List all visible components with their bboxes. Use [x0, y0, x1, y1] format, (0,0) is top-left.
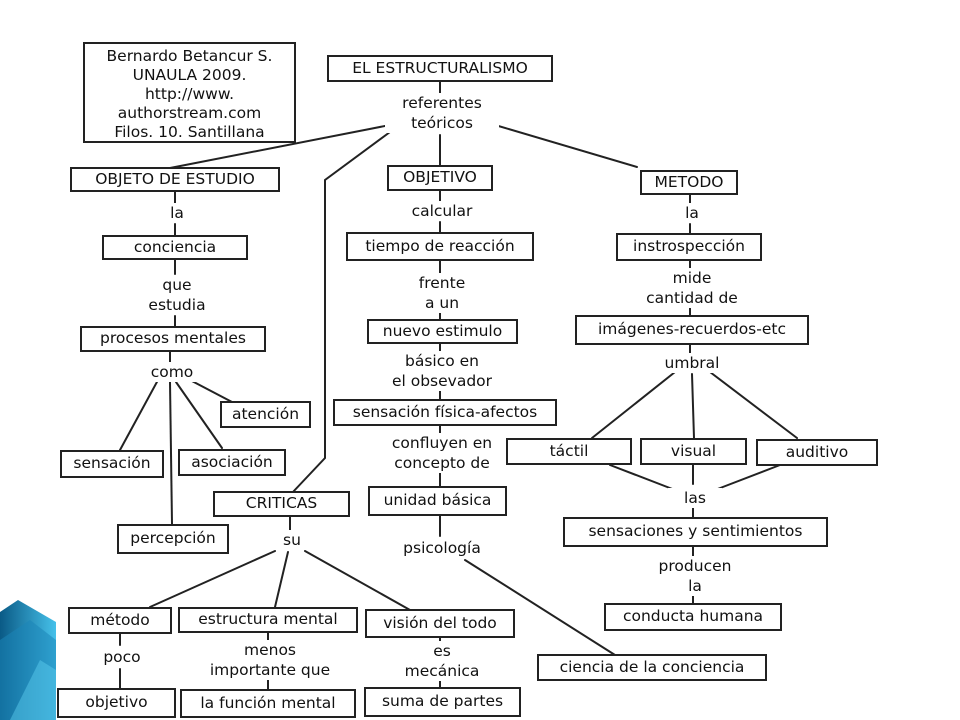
connector-line: [169, 381, 173, 525]
objetivo-link-3: básico en el obsevador: [375, 351, 509, 391]
objeto-concept-2: procesos mentales: [80, 326, 266, 352]
credit-line: UNAULA 2009.: [132, 66, 247, 84]
critica-vision-link: es mecánica: [395, 641, 489, 681]
objetivo-link-3-line: básico en: [404, 352, 479, 370]
metodo-title: METODO: [640, 170, 738, 195]
objetivo-concept-3: sensación física-afectos: [333, 399, 557, 426]
objeto-link-1: la: [155, 203, 199, 223]
connector-line: [149, 550, 276, 608]
credit-line: authorstream.com: [117, 104, 262, 122]
objeto-link-2-line: estudia: [148, 296, 206, 314]
critica-metodo-link: poco: [95, 647, 149, 667]
metodo-link-2-line: cantidad de: [646, 289, 738, 307]
critica-estructura-link-line: menos: [243, 641, 297, 659]
root-link-line: teóricos: [411, 114, 473, 132]
connector-line: [304, 550, 411, 611]
objeto-link-2: que estudia: [125, 275, 229, 315]
critica-estructura: estructura mental: [178, 607, 358, 633]
metodo-link-4: las: [668, 488, 722, 508]
connector-line: [464, 559, 616, 656]
critica-vision-result: suma de partes: [364, 687, 521, 717]
objetivo-link-3-line: el obsevador: [391, 372, 493, 390]
criticas-link: su: [270, 530, 314, 550]
sense-visual: visual: [640, 438, 747, 465]
metodo-concept-4: conducta humana: [604, 603, 782, 631]
decorative-side-bar: [0, 600, 56, 720]
credit-box: Bernardo Betancur S. UNAULA 2009. http:/…: [83, 42, 296, 143]
objetivo-title: OBJETIVO: [387, 165, 493, 191]
sense-tactil: táctil: [506, 438, 632, 465]
credit-line: http://www.: [144, 85, 235, 103]
objeto-link-2-line: que: [162, 276, 192, 294]
metodo-concept-2: imágenes-recuerdos-etc: [575, 315, 809, 345]
connector-line: [169, 124, 391, 169]
root-link-line: referentes: [402, 94, 482, 112]
objeto-concept-1: conciencia: [102, 235, 248, 260]
objetivo-link-4: confluyen en concepto de: [375, 433, 509, 473]
metodo-link-5-line: la: [688, 577, 702, 595]
connector-line: [119, 379, 159, 451]
connector-line: [714, 464, 781, 491]
item-atencion: atención: [220, 401, 311, 428]
metodo-link-2-line: mide: [672, 269, 712, 287]
sense-auditivo: auditivo: [756, 439, 878, 466]
critica-estructura-link: menos importante que: [193, 640, 347, 680]
metodo-link-5-line: producen: [658, 557, 732, 575]
critica-estructura-link-line: importante que: [209, 661, 331, 679]
item-percepcion: percepción: [117, 524, 229, 554]
critica-metodo: método: [68, 607, 172, 634]
objetivo-concept-4: unidad básica: [368, 486, 507, 516]
objetivo-concept-1: tiempo de reacción: [346, 232, 534, 261]
connector-line: [291, 131, 391, 494]
metodo-link-1: la: [670, 203, 714, 223]
metodo-concept-1: instrospección: [616, 233, 762, 261]
metodo-concept-3: sensaciones y sentimientos: [563, 517, 828, 547]
objetivo-link-2-line: frente: [418, 274, 466, 292]
objeto-title: OBJETO DE ESTUDIO: [70, 167, 280, 192]
critica-metodo-result: objetivo: [57, 688, 176, 718]
metodo-link-3: umbral: [650, 353, 734, 373]
connector-line: [274, 551, 289, 608]
critica-vision-link-line: mecánica: [404, 662, 480, 680]
objetivo-link-1: calcular: [395, 201, 489, 221]
objetivo-link-5: psicología: [385, 538, 499, 558]
critica-vision: visión del todo: [365, 609, 515, 638]
metodo-link-2: mide cantidad de: [630, 268, 754, 308]
connector-line: [591, 371, 676, 439]
criticas-title: CRITICAS: [213, 491, 350, 517]
credit-line: Filos. 10. Santillana: [114, 123, 265, 141]
objetivo-concept-2: nuevo estimulo: [367, 319, 518, 344]
connector-line: [494, 124, 638, 168]
connector-line: [691, 373, 695, 439]
root-concept: EL ESTRUCTURALISMO: [327, 55, 553, 82]
objetivo-link-2-line: a un: [424, 294, 460, 312]
item-asociacion: asociación: [178, 449, 286, 476]
connector-line: [609, 464, 676, 491]
critica-vision-link-line: es: [433, 642, 451, 660]
objetivo-concept-5: ciencia de la conciencia: [537, 654, 767, 681]
connector-line: [175, 381, 223, 449]
objeto-link-3: como: [137, 362, 207, 382]
root-link: referentes teóricos: [385, 93, 499, 133]
connector-line: [189, 379, 233, 403]
item-sensacion: sensación: [60, 450, 164, 478]
critica-estructura-result: la función mental: [180, 689, 356, 718]
objetivo-link-4-line: confluyen en: [391, 434, 493, 452]
objetivo-link-4-line: concepto de: [394, 454, 490, 472]
objetivo-link-2: frente a un: [400, 273, 484, 313]
credit-line: Bernardo Betancur S.: [106, 47, 273, 65]
connector-line: [709, 371, 798, 439]
metodo-link-5: producen la: [643, 556, 747, 596]
